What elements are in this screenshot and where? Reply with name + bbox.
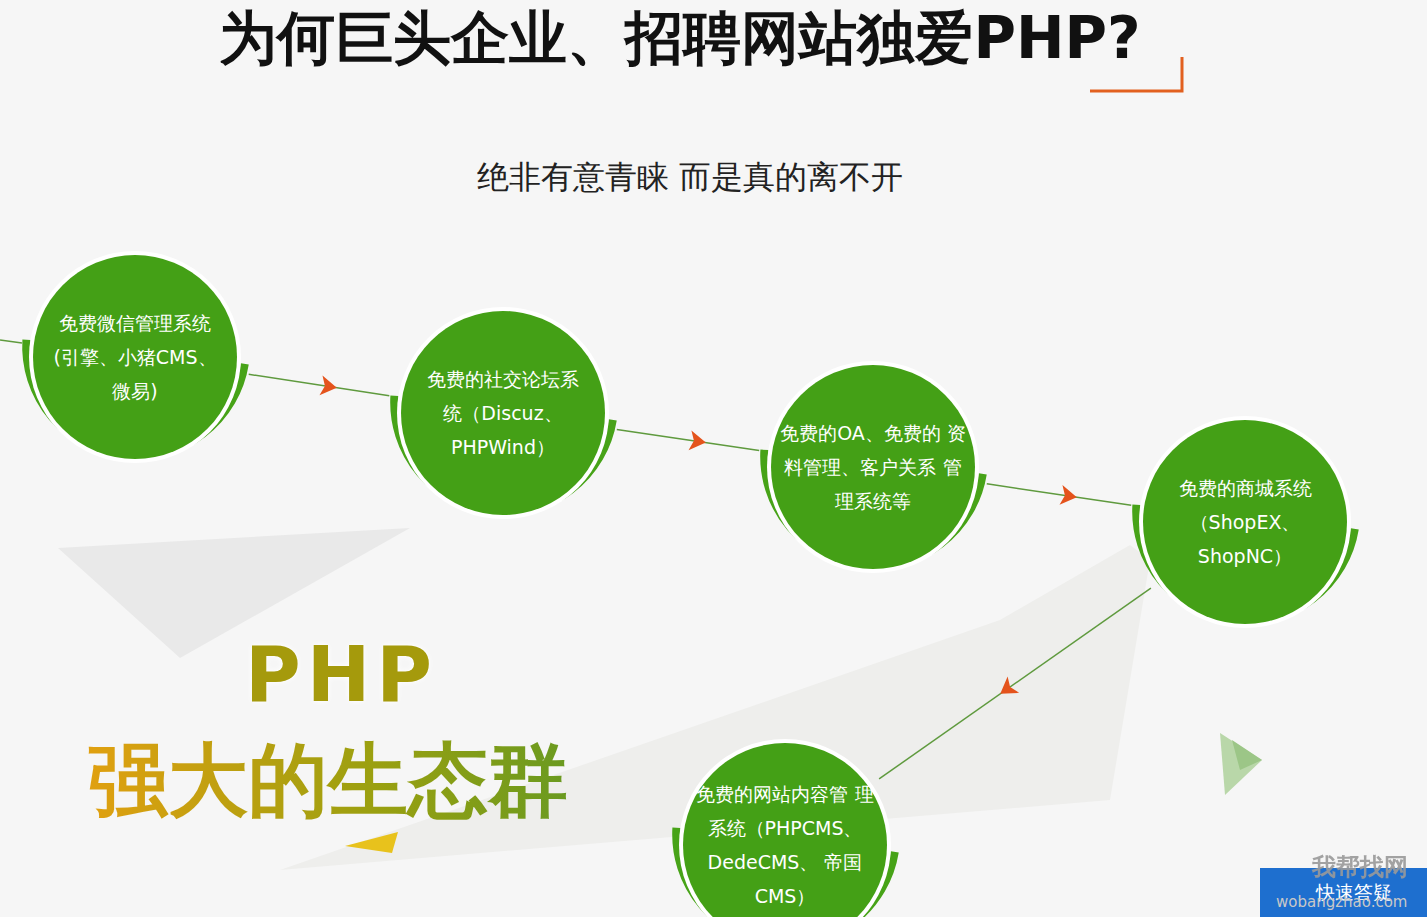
node-text: 免费的社交论坛系 统（Discuz、 PHPWind）	[417, 362, 589, 464]
green-circle: 免费的社交论坛系 统（Discuz、 PHPWind）	[388, 298, 618, 528]
node-text: 免费的OA、免费的 资料管理、客户关系 管理系统等	[778, 416, 968, 518]
connector	[879, 588, 1151, 779]
connector	[987, 484, 1131, 505]
watermark-url: wobangzhao.com	[1276, 893, 1407, 911]
php-slogan: PHP	[245, 630, 438, 719]
connector	[617, 430, 759, 451]
green-circle: 免费微信管理系统 (引擎、小猪CMS、 微易)	[20, 242, 250, 472]
eco-slogan: 强大的生态群	[88, 728, 568, 836]
watermark: 我帮找网	[1312, 851, 1408, 883]
green-circle: 免费的商城系统 （ShopEX、ShopNC）	[1130, 407, 1360, 637]
green-triangle	[1232, 740, 1262, 770]
green-circle: 免费的网站内容管 理系统（PHPCMS、 DedeCMS、 帝国CMS）	[670, 730, 900, 917]
green-circle: 免费的OA、免费的 资料管理、客户关系 管理系统等	[758, 352, 988, 582]
subtitle: 绝非有意青睐 而是真的离不开	[0, 156, 1380, 200]
green-triangle	[1220, 733, 1262, 795]
connector	[249, 374, 390, 395]
node-text: 免费的商城系统 （ShopEX、ShopNC）	[1145, 471, 1345, 573]
node-text: 免费微信管理系统 (引擎、小猪CMS、 微易)	[49, 306, 221, 408]
lead-line	[0, 340, 22, 343]
node-text: 免费的网站内容管 理系统（PHPCMS、 DedeCMS、 帝国CMS）	[695, 777, 875, 913]
title: 为何巨头企业、招聘网站独爱PHP?	[0, 0, 1360, 78]
